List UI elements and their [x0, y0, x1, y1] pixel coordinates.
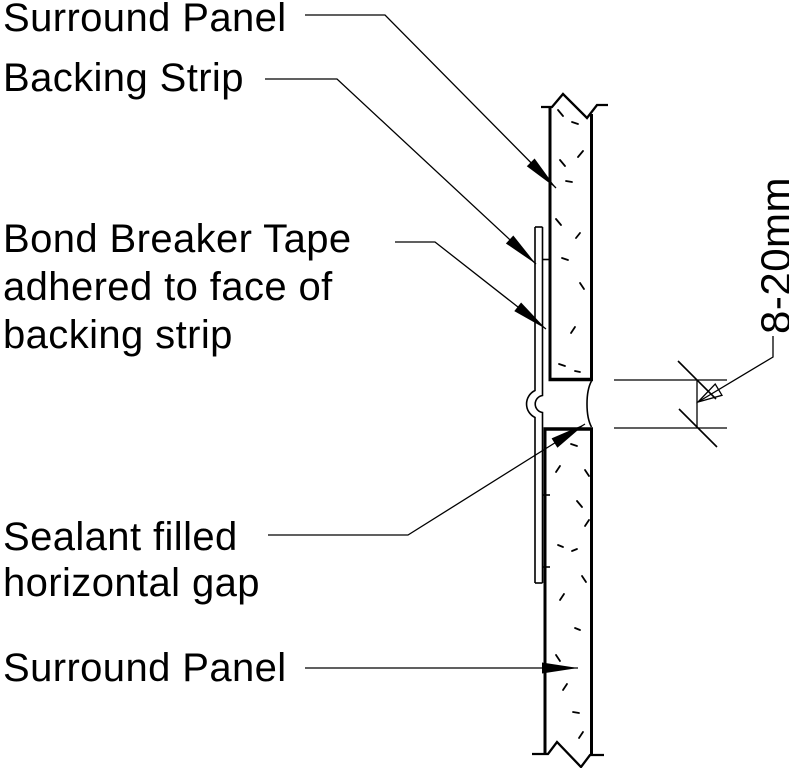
dimension-tick-top — [677, 360, 717, 400]
annotation-labels: Surround Panel Backing Strip Bond Breake… — [3, 0, 352, 690]
label-surround-panel-top: Surround Panel — [3, 0, 287, 40]
label-bond-breaker-line3: backing strip — [3, 313, 233, 357]
dimension-tick-bottom — [678, 408, 718, 448]
label-surround-panel-bottom: Surround Panel — [3, 646, 287, 690]
leader-bond-breaker-tape — [395, 241, 547, 330]
break-line-bottom — [532, 740, 604, 768]
label-bond-breaker-line2: adhered to face of — [3, 265, 333, 309]
leader-arrowhead — [542, 662, 578, 674]
lower-panel-texture — [542, 443, 590, 739]
leader-sealant — [268, 423, 586, 536]
sealant-concave-face — [586, 380, 593, 428]
leader-surround-panel-bottom — [305, 662, 578, 674]
backing-strip-back-line — [525, 227, 536, 583]
dimension-leader-open-arrow — [695, 383, 724, 404]
backing-strip-shape — [525, 226, 544, 584]
label-backing-strip: Backing Strip — [3, 56, 244, 100]
upper-panel — [541, 92, 608, 382]
sealant-shape — [586, 380, 593, 428]
label-sealant-line1: Sealant filled — [3, 515, 238, 559]
label-sealant-line2: horizontal gap — [3, 561, 260, 605]
leader-arrowhead — [505, 235, 536, 264]
leader-surround-panel-top — [305, 14, 557, 189]
leader-arrowhead — [514, 302, 546, 329]
backing-strip-face-line — [534, 227, 544, 583]
leader-arrowhead — [551, 424, 585, 448]
dimension-text: 8-20mm — [752, 177, 789, 334]
leader-backing-strip — [265, 78, 537, 265]
lower-panel — [532, 427, 604, 768]
leader-arrowhead — [526, 158, 556, 188]
upper-panel-texture — [555, 109, 585, 373]
gap-dimension: 8-20mm — [614, 177, 789, 448]
dimension-leader — [697, 336, 774, 403]
label-bond-breaker-line1: Bond Breaker Tape — [3, 217, 352, 261]
